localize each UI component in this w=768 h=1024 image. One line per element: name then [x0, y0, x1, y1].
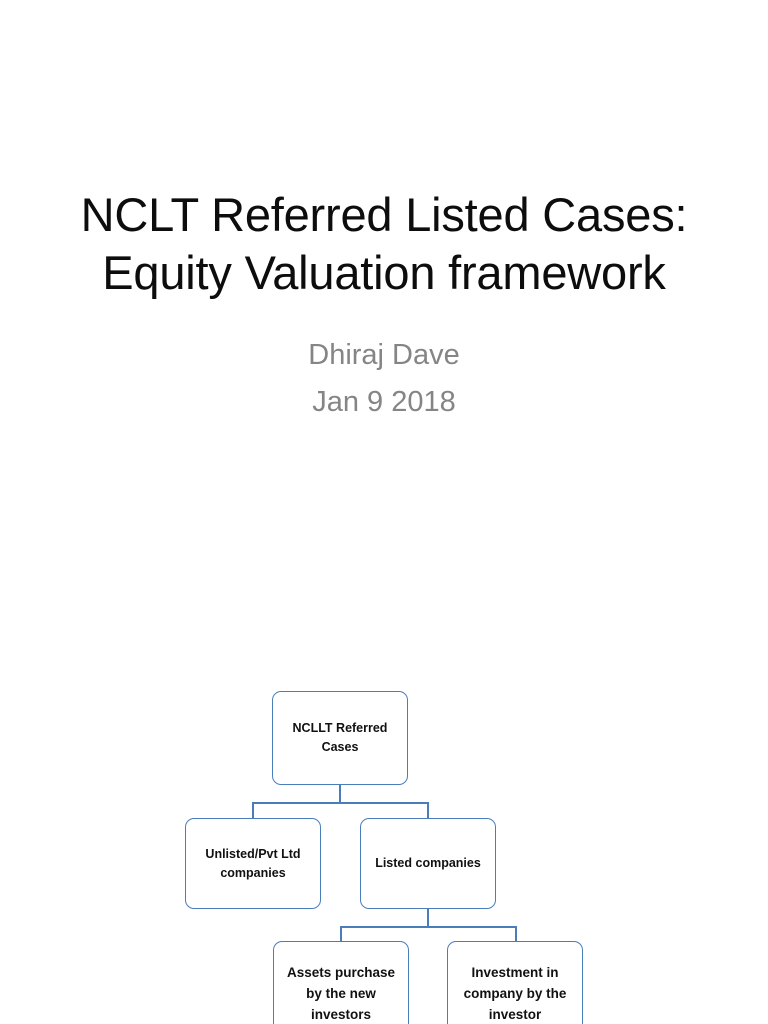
connector-root-horizontal [252, 802, 429, 804]
org-node-root[interactable]: NCLLT Referred Cases [272, 691, 408, 785]
connector-drop-listed [427, 802, 429, 819]
org-node-assets-purchase[interactable]: Assets purchase by the new investors [273, 941, 409, 1024]
connector-drop-investment [515, 926, 517, 942]
org-node-assets-purchase-label: Assets purchase by the new investors [286, 964, 396, 1022]
subtitle-date: Jan 9 2018 [312, 386, 456, 418]
connector-drop-unlisted [252, 802, 254, 819]
subtitle-author: Dhiraj Dave [308, 339, 460, 371]
connector-drop-assets [340, 926, 342, 942]
org-node-investment[interactable]: Investment in company by the investor [447, 941, 583, 1024]
org-node-unlisted-label: Unlisted/Pvt Ltd companies [205, 846, 301, 880]
connector-listed-stem [427, 909, 429, 927]
org-node-unlisted[interactable]: Unlisted/Pvt Ltd companies [185, 818, 321, 909]
page-title: NCLT Referred Listed Cases: Equity Valua… [0, 186, 768, 302]
connector-listed-horizontal [340, 926, 517, 928]
connector-root-stem [339, 785, 341, 803]
title-line-2: Equity Valuation framework [102, 246, 666, 299]
org-node-investment-label: Investment in company by the investor [463, 964, 567, 1022]
subtitle: Dhiraj Dave Jan 9 2018 [0, 332, 768, 426]
org-node-listed[interactable]: Listed companies [360, 818, 496, 909]
title-line-1: NCLT Referred Listed Cases: [80, 188, 688, 241]
org-node-listed-label: Listed companies [375, 856, 481, 870]
org-node-root-label: NCLLT Referred Cases [292, 721, 388, 754]
